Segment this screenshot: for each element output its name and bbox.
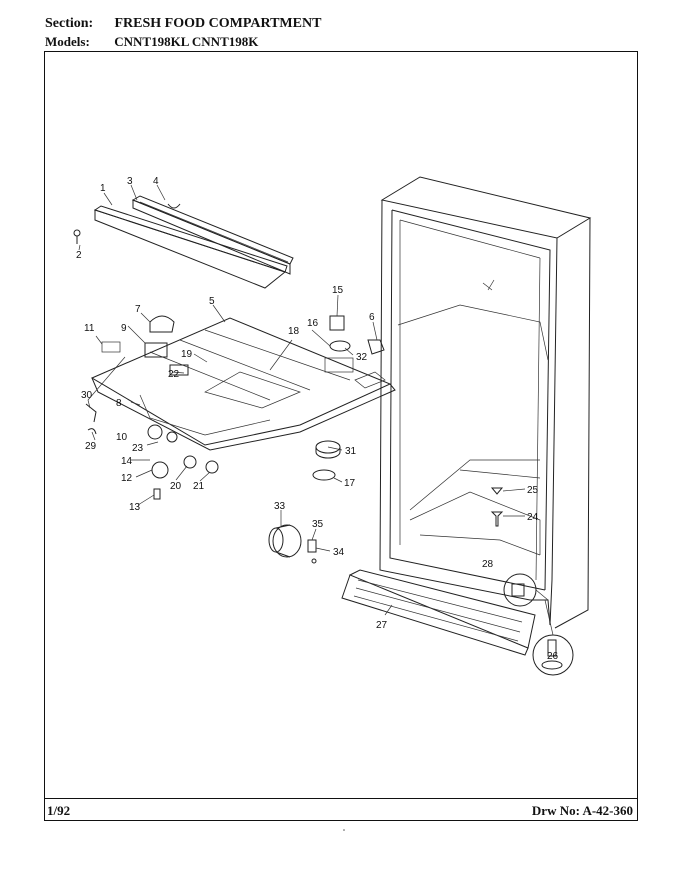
callout-32: 32: [356, 352, 368, 363]
section-title: FRESH FOOD COMPARTMENT: [114, 16, 322, 31]
trim-strip-part-3-4: [131, 195, 294, 275]
footer-drawing-number: Drw No: A-42-360: [531, 803, 633, 818]
trim-strip-part-1: [93, 205, 288, 289]
callout-2: 2: [76, 250, 82, 261]
models-list: CNNT198KL CNNT198K: [114, 34, 259, 49]
section-row: Section: FRESH FOOD COMPARTMENT: [45, 16, 321, 32]
callout-20: 20: [170, 481, 182, 492]
callout-5: 5: [209, 296, 215, 307]
damper-part-33: [268, 524, 302, 558]
leveling-leg-part-26: [532, 599, 574, 676]
callout-labels: 1 2 3 4 5 6 7 8 9 10 11 12 13 14 15 16 1…: [76, 176, 559, 662]
callout-26: 26: [547, 651, 559, 662]
callout-24: 24: [527, 512, 539, 523]
callout-23: 23: [132, 443, 144, 454]
callout-17: 17: [344, 478, 356, 489]
callout-35: 35: [312, 519, 324, 530]
leader-lines: [78, 184, 526, 616]
callout-1: 1: [100, 183, 106, 194]
callout-22: 22: [168, 369, 180, 380]
callout-19: 19: [181, 349, 193, 360]
callout-13: 13: [129, 502, 141, 513]
models-label: Models:: [45, 34, 90, 49]
callout-10: 10: [116, 432, 128, 443]
callout-4: 4: [153, 176, 159, 187]
callout-33: 33: [274, 501, 286, 512]
callout-29: 29: [85, 441, 97, 452]
callout-31: 31: [345, 446, 357, 457]
callout-15: 15: [332, 285, 344, 296]
callout-27: 27: [376, 620, 388, 631]
models-row: Models: CNNT198KL CNNT198K: [45, 34, 258, 50]
callout-18: 18: [288, 326, 300, 337]
screws-part-24-25: [490, 487, 504, 527]
section-label: Section:: [45, 16, 94, 31]
callout-9: 9: [121, 323, 127, 334]
callout-28: 28: [482, 559, 494, 570]
shelf-cover-assembly: [90, 317, 396, 451]
cabinet-outline: [379, 176, 592, 629]
footer-divider: [44, 798, 638, 799]
callout-16: 16: [307, 318, 319, 329]
callout-3: 3: [127, 176, 133, 187]
diagram-frame: [44, 51, 638, 821]
callout-21: 21: [193, 481, 205, 492]
drain-cups: [312, 440, 341, 481]
callout-7: 7: [135, 304, 141, 315]
callout-14: 14: [121, 456, 133, 467]
callout-25: 25: [527, 485, 539, 496]
clip-part-34-35: [307, 539, 317, 564]
callout-11: 11: [84, 323, 95, 334]
scan-speck: [343, 829, 345, 831]
callout-8: 8: [116, 398, 122, 409]
callout-30: 30: [81, 390, 93, 401]
hinge-detail-part-28: [503, 573, 549, 607]
footer-date: 1/92: [47, 803, 71, 818]
screw-part-2: [73, 229, 81, 244]
callout-34: 34: [333, 547, 345, 558]
kickplate-grille-part-27: [341, 569, 536, 656]
control-housing-parts: [85, 315, 219, 500]
callout-12: 12: [121, 473, 133, 484]
callout-6: 6: [369, 312, 375, 323]
